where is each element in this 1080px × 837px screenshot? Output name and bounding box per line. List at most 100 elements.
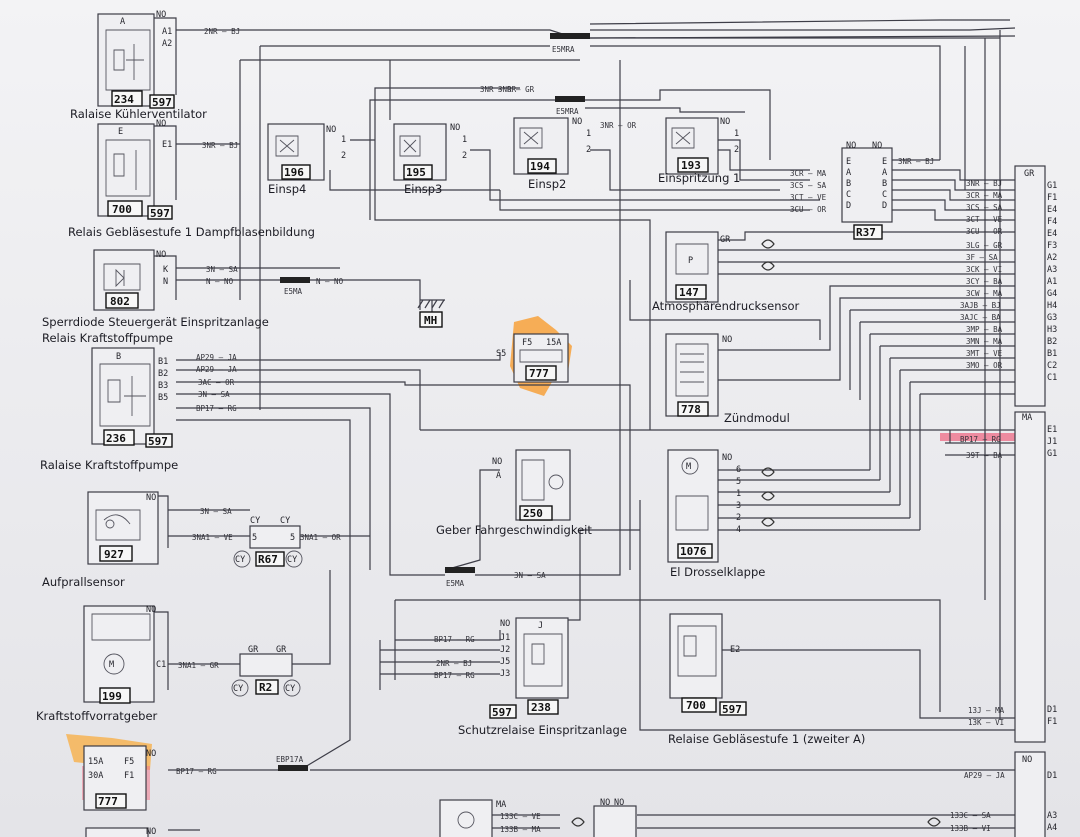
svg-text:3CS — SA: 3CS — SA <box>790 181 827 190</box>
svg-text:A1: A1 <box>1047 277 1057 287</box>
svg-text:R2: R2 <box>259 681 272 694</box>
svg-text:P: P <box>688 256 693 266</box>
svg-text:NO: NO <box>722 335 732 345</box>
svg-text:777: 777 <box>98 795 118 808</box>
svg-text:Relaise Gebläsestufe 1 (zweite: Relaise Gebläsestufe 1 (zweiter A) <box>668 732 865 746</box>
svg-text:C: C <box>882 190 887 200</box>
sensor-199: M 199 NO C1 Kraftstoffvorratgeber <box>36 605 169 723</box>
svg-text:D: D <box>882 201 887 211</box>
relay-700-second: 700 597 E2 Relaise Gebläsestufe 1 (zweit… <box>668 613 865 746</box>
svg-text:NO: NO <box>492 457 502 467</box>
injector-196: 196 NO 1 2 Einsp4 <box>267 123 346 196</box>
svg-text:3N — SA: 3N — SA <box>198 390 230 399</box>
svg-text:700: 700 <box>112 203 132 216</box>
svg-text:N: N <box>163 277 168 287</box>
svg-text:BP17 — RG: BP17 — RG <box>960 435 1001 444</box>
svg-text:NO: NO <box>326 125 336 135</box>
svg-text:3NA1 — VE: 3NA1 — VE <box>192 533 233 542</box>
svg-text:C1: C1 <box>1047 373 1057 383</box>
svg-text:13K — VI: 13K — VI <box>968 718 1004 727</box>
svg-text:E5MRA: E5MRA <box>556 107 579 116</box>
injector-193: 193 NO 1 2 Einspritzung 1 <box>658 117 740 185</box>
svg-text:1: 1 <box>341 135 346 145</box>
svg-text:E2: E2 <box>730 645 740 655</box>
svg-text:GR: GR <box>1024 169 1035 179</box>
svg-text:J1: J1 <box>1047 437 1057 447</box>
svg-text:Aufprallsensor: Aufprallsensor <box>42 575 125 589</box>
svg-text:199: 199 <box>102 690 122 703</box>
svg-text:238: 238 <box>531 701 551 714</box>
svg-text:2: 2 <box>586 145 591 155</box>
svg-text:F4: F4 <box>1047 217 1057 227</box>
svg-text:J: J <box>538 621 543 631</box>
svg-text:G1: G1 <box>1047 449 1057 459</box>
svg-text:1: 1 <box>736 489 741 499</box>
svg-text:3CT — VE: 3CT — VE <box>966 215 1003 224</box>
svg-text:BP17 — RG: BP17 — RG <box>434 671 475 680</box>
svg-text:3CR — MA: 3CR — MA <box>966 191 1003 200</box>
svg-text:D1: D1 <box>1047 771 1057 781</box>
svg-text:700: 700 <box>686 699 706 712</box>
svg-text:F1: F1 <box>1047 193 1057 203</box>
svg-text:3LG — GR: 3LG — GR <box>966 241 1003 250</box>
svg-text:NO: NO <box>146 749 156 759</box>
svg-text:3AC — OR: 3AC — OR <box>198 378 235 387</box>
svg-text:Schutzrelaise Einspritzanlage: Schutzrelaise Einspritzanlage <box>458 723 627 737</box>
svg-text:802: 802 <box>110 295 130 308</box>
right-connector-column: GR G1 F1 E4 F4 E4 F3 A2 A3 A1 G4 H4 G3 H… <box>1014 165 1057 837</box>
svg-text:3NA1 — GR: 3NA1 — GR <box>178 661 219 670</box>
svg-text:E: E <box>118 127 123 137</box>
svg-text:3AJC — BA: 3AJC — BA <box>960 313 1001 322</box>
svg-text:A: A <box>496 471 501 481</box>
svg-text:B: B <box>116 352 121 362</box>
throttle-1076: M 1076 NO 6 5 1 3 2 4 El Drosselklappe <box>667 449 765 579</box>
svg-text:1: 1 <box>586 129 591 139</box>
svg-text:A3: A3 <box>1047 811 1057 821</box>
svg-text:B5: B5 <box>158 393 168 403</box>
svg-text:194: 194 <box>530 160 550 173</box>
svg-text:3MO — OR: 3MO — OR <box>966 361 1003 370</box>
svg-text:Zündmodul: Zündmodul <box>724 411 790 425</box>
svg-text:R67: R67 <box>258 553 278 566</box>
svg-text:193: 193 <box>681 159 701 172</box>
svg-text:2: 2 <box>341 151 346 161</box>
svg-text:NO: NO <box>614 798 624 808</box>
fuse-box-777-top: F5 15A 777 S5 <box>496 333 569 383</box>
svg-text:39T — BA: 39T — BA <box>966 451 1003 460</box>
svg-text:2: 2 <box>734 145 739 155</box>
svg-text:133B — MA: 133B — MA <box>500 825 541 834</box>
svg-text:777: 777 <box>529 367 549 380</box>
svg-text:E4: E4 <box>1047 205 1057 215</box>
svg-text:GR: GR <box>720 235 731 245</box>
top-bus-wires <box>176 19 1016 720</box>
svg-text:Einspritzung 1: Einspritzung 1 <box>658 171 740 185</box>
svg-text:Einsp2: Einsp2 <box>528 177 566 191</box>
bottom-partial-components: NO MA NO NO <box>85 798 637 837</box>
svg-text:D1: D1 <box>1047 705 1057 715</box>
svg-text:B: B <box>882 179 887 189</box>
svg-text:A3: A3 <box>1047 265 1057 275</box>
svg-text:E1: E1 <box>1047 425 1057 435</box>
svg-text:MA: MA <box>1022 413 1032 423</box>
svg-text:E5MA: E5MA <box>284 287 303 296</box>
svg-text:AP29 — JA: AP29 — JA <box>196 353 237 362</box>
svg-text:3CT — VE: 3CT — VE <box>790 193 827 202</box>
svg-text:A: A <box>846 168 851 178</box>
svg-text:CY: CY <box>233 684 243 694</box>
diode-802: 802 NO K N Sperrdiode Steuergerät Einspr… <box>42 249 269 345</box>
svg-text:F5: F5 <box>124 757 134 767</box>
svg-text:3N — SA: 3N — SA <box>514 571 546 580</box>
svg-text:B2: B2 <box>158 369 168 379</box>
injector-194: 194 NO 1 2 Einsp2 <box>513 117 591 191</box>
svg-text:NO: NO <box>156 10 166 20</box>
svg-text:1076: 1076 <box>680 545 707 558</box>
connector-ebp17a: EBP17A <box>276 755 308 771</box>
twisted-pair-markers <box>571 239 941 827</box>
svg-text:N — NO: N — NO <box>316 277 344 286</box>
svg-text:778: 778 <box>681 403 701 416</box>
svg-text:NO: NO <box>1022 755 1032 765</box>
svg-text:A4: A4 <box>1047 823 1057 833</box>
svg-text:S5: S5 <box>496 349 506 359</box>
svg-text:AP29 — JA: AP29 — JA <box>196 365 237 374</box>
svg-text:3CR — MA: 3CR — MA <box>790 169 827 178</box>
